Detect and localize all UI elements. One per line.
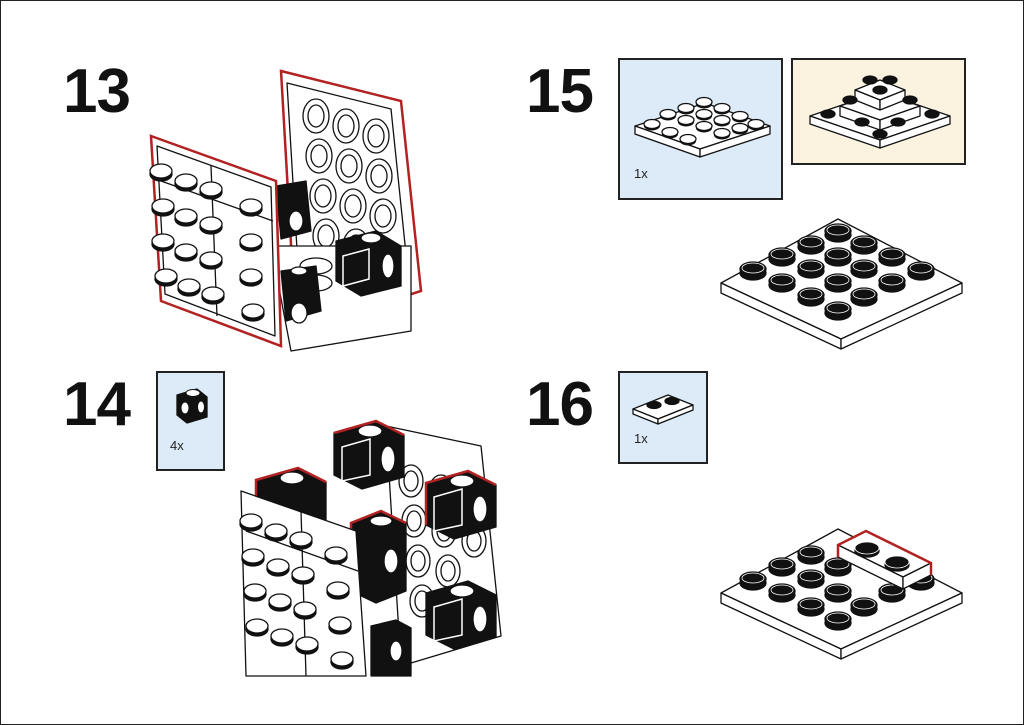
step-16-new-1x2-plate <box>836 529 933 590</box>
step-14-new-black-brick <box>424 469 497 540</box>
step-16-parts-callout: 1x <box>618 371 708 464</box>
step-15-number: 15 <box>526 57 594 126</box>
step-15-parts-callout: 1x <box>618 58 783 200</box>
brick-1x1-studs-side-icon <box>176 388 208 424</box>
step-14-part-quantity: 4x <box>170 438 184 453</box>
step-13-black-brick <box>280 265 322 324</box>
step-13-number: 13 <box>63 57 131 126</box>
step-14-black-brick <box>425 580 497 650</box>
sub-assembly-preview-icon <box>809 75 951 149</box>
plate-4x4-icon <box>634 96 771 158</box>
step-15-part-quantity: 1x <box>634 166 648 181</box>
step-14-assembly-illustration <box>239 419 502 677</box>
step-16-assembly-illustration <box>720 528 963 660</box>
step-16-number: 16 <box>526 370 594 439</box>
step-16-part-quantity: 1x <box>634 431 648 446</box>
step-15-sub-assembly-preview <box>791 58 966 165</box>
plate-4x4-studs <box>643 96 765 146</box>
step-14-black-brick <box>370 619 412 677</box>
plate-1x2-icon <box>632 394 694 425</box>
step-15-result-plate-illustration <box>720 218 963 350</box>
step-13-assembly-illustration <box>149 69 423 352</box>
step-13-black-brick <box>335 230 402 297</box>
step-14-parts-callout: 4x <box>156 371 225 471</box>
step-14-new-black-brick <box>333 419 405 490</box>
step-14-number: 14 <box>63 370 131 439</box>
step-13-black-brick <box>275 180 312 240</box>
